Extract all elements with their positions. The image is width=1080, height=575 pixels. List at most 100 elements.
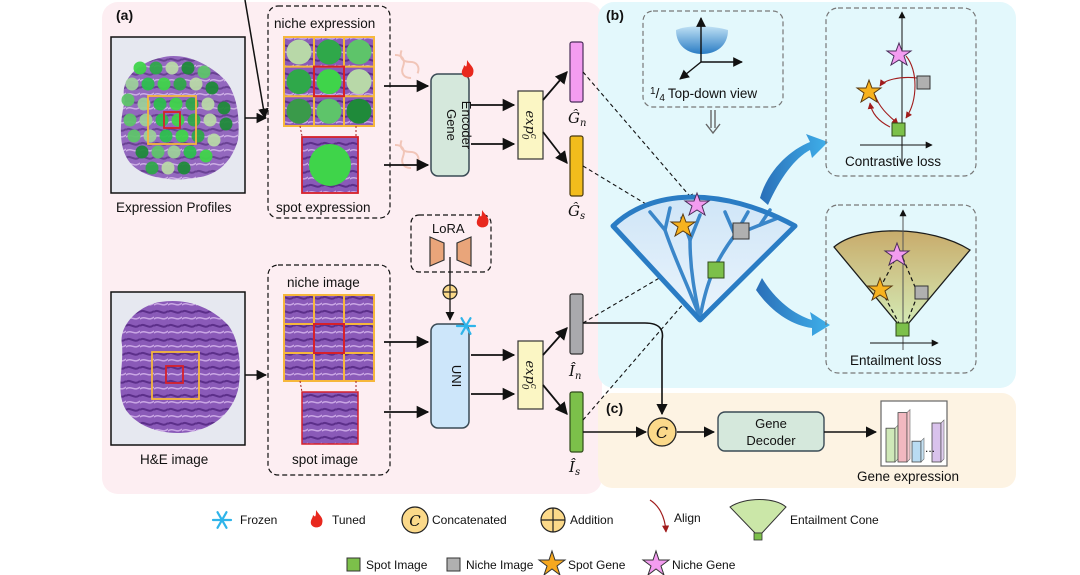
snowflake-icon (211, 511, 233, 529)
expression-dashed-box (267, 5, 391, 219)
legend-label-spot-image: Spot Image (366, 558, 428, 572)
legend-label-niche-gene: Niche Gene (672, 558, 736, 572)
svg-text:C: C (409, 512, 421, 530)
legend: Frozen Tuned C Concatenated Addition (211, 499, 879, 575)
panel-b-label: (b) (606, 7, 624, 23)
contrastive-loss-box (825, 7, 977, 177)
flame-icon (310, 510, 323, 528)
down-double-arrow-icon (705, 110, 721, 135)
niche-image-label: niche image (287, 275, 360, 290)
niche-image-grid (283, 294, 375, 382)
niche-expression-grid (283, 36, 375, 127)
legend-item-spot-image: Spot Image (346, 557, 428, 572)
concat-icon: C (647, 417, 677, 447)
is-label: Îs (568, 458, 580, 478)
orange-star-icon (537, 549, 567, 575)
expression-spot (177, 161, 191, 175)
expression-spot (149, 61, 163, 75)
panel-c-label: (c) (606, 400, 623, 416)
niche-spot (316, 98, 342, 124)
legend-label-tuned: Tuned (332, 513, 366, 527)
gene-expression-bar-side (906, 408, 911, 463)
spot-image-tile (301, 391, 359, 445)
arrow-expression-to-niche (244, 0, 269, 120)
expression-spot (135, 145, 149, 159)
niche-spot (316, 39, 342, 65)
niche-spot (346, 98, 372, 124)
legend-label-frozen: Frozen (240, 513, 277, 527)
expression-spot (133, 61, 147, 75)
legend-item-addition: Addition (540, 507, 613, 533)
gene-encoder-block: Gene Encoder (430, 73, 474, 177)
expression-spot (199, 149, 213, 163)
flame-icon (476, 210, 489, 228)
lora-label: LoRA (432, 221, 465, 236)
niche-spot (346, 69, 372, 95)
niche-spot (286, 98, 312, 124)
addition-icon (540, 507, 566, 533)
legend-item-niche-gene: Niche Gene (641, 549, 736, 575)
dna-icon (394, 140, 420, 169)
expression-spot (125, 77, 139, 91)
gene-decoder-block: Gene Decoder (717, 411, 825, 452)
expression-spot (219, 117, 233, 131)
svg-text:C: C (656, 423, 668, 442)
expression-spot (189, 77, 203, 91)
niche-gene-star-marker (683, 191, 711, 217)
gene-expression-bar (911, 440, 922, 463)
expression-spot (203, 113, 217, 127)
snowflake-icon (455, 317, 477, 335)
curved-arrow-to-entailment (756, 278, 830, 336)
spot-expression-image (301, 136, 359, 194)
expression-spot (123, 113, 137, 127)
top-down-view-box (642, 10, 784, 108)
legend-label-align: Align (674, 511, 701, 525)
expression-spot (191, 129, 205, 143)
niche-expression-label: niche expression (274, 16, 375, 31)
legend-item-niche-image: Niche Image (446, 557, 534, 572)
he-image (110, 291, 246, 446)
spot-gene-star-marker (669, 212, 697, 238)
gray-square-icon (446, 557, 461, 572)
gn-embedding-bar (569, 41, 584, 103)
expression-spot (161, 161, 175, 175)
expression-spot (173, 77, 187, 91)
entailment-cone-icon (729, 499, 787, 541)
gs-embedding-bar (569, 135, 584, 197)
lora-dashed-box (410, 214, 492, 273)
niche-image-square-marker (732, 222, 750, 240)
legend-item-frozen: Frozen (211, 511, 277, 529)
legend-label-entailment-cone: Entailment Cone (790, 513, 879, 527)
expression-spot (153, 97, 167, 111)
gene-expression-chart: ... (880, 400, 948, 467)
gene-encoder-label-line1: Gene (444, 109, 459, 141)
exp-map-image-block: expc0 (517, 340, 544, 410)
gene-expression-label: Gene expression (857, 469, 959, 484)
legend-label-concatenated: Concatenated (432, 513, 507, 527)
niche-spot (346, 39, 372, 65)
expression-spot (151, 145, 165, 159)
expression-spot (201, 97, 215, 111)
gene-expression-bar-side (940, 419, 945, 463)
he-image-label: H&E image (140, 452, 208, 467)
expression-spot (181, 61, 195, 75)
gene-expression-bar-side (894, 424, 899, 463)
bowl-3d-icon (676, 17, 743, 80)
image-dashed-box (267, 264, 391, 476)
legend-label-niche-image: Niche Image (466, 558, 534, 572)
expression-spot (197, 65, 211, 79)
legend-item-entailment-cone: Entailment Cone (729, 499, 879, 541)
expression-spot (157, 77, 171, 91)
gene-decoder-label-line1: Gene (755, 416, 787, 431)
expression-spot (159, 129, 173, 143)
contrastive-loss-diagram (855, 11, 933, 165)
legend-item-spot-gene: Spot Gene (537, 549, 626, 575)
contrastive-loss-label: Contrastive loss (845, 154, 941, 169)
gs-label: Ĝs (568, 202, 585, 222)
entailment-loss-diagram (833, 209, 971, 350)
expression-spot (121, 93, 135, 107)
bar-ellipsis: ... (925, 441, 935, 455)
gene-expression-bar-side (920, 437, 925, 463)
